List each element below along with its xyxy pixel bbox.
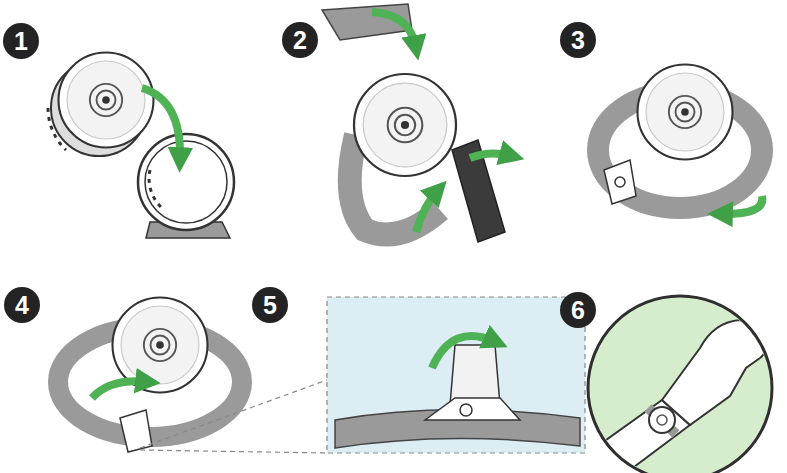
watch-module xyxy=(354,74,456,176)
worn-watch xyxy=(649,407,675,433)
leader-line xyxy=(140,380,327,448)
watch-module xyxy=(58,52,153,147)
green-arrow xyxy=(372,12,416,48)
green-arrow xyxy=(92,381,148,398)
step-5-art xyxy=(327,297,585,453)
step-3-art xyxy=(598,65,762,215)
green-arrow xyxy=(142,88,180,160)
sensor-ring xyxy=(657,415,667,425)
step-4-art xyxy=(58,298,327,454)
step-1-art xyxy=(48,52,234,238)
step-6-art xyxy=(585,296,778,473)
callout-number: 1 xyxy=(3,23,39,59)
motion-dash xyxy=(149,170,162,208)
green-arrow xyxy=(470,153,512,158)
arm xyxy=(585,312,778,473)
leader-line xyxy=(140,450,327,453)
wrist-band xyxy=(648,408,676,434)
bezel-inner xyxy=(145,141,227,223)
green-arrow xyxy=(416,190,438,232)
zoom-box xyxy=(327,297,585,453)
callout-number: 4 xyxy=(4,287,40,323)
buckle xyxy=(604,160,636,204)
callout-number: 2 xyxy=(282,22,318,58)
step-2-art xyxy=(322,4,512,242)
hand xyxy=(662,320,768,425)
green-arrow xyxy=(720,196,762,214)
buckle-pin xyxy=(615,177,625,187)
buckle xyxy=(120,410,152,452)
green-arrow xyxy=(432,336,496,368)
callout-number: 5 xyxy=(252,287,288,323)
callout-number: 6 xyxy=(560,292,596,328)
bezel-ring xyxy=(138,134,234,230)
callout-number: 3 xyxy=(560,22,596,58)
watch-module xyxy=(638,65,733,160)
strap-tab xyxy=(450,345,500,405)
buckle-pin xyxy=(460,404,472,416)
fingers xyxy=(740,312,778,334)
buckle xyxy=(425,398,520,420)
